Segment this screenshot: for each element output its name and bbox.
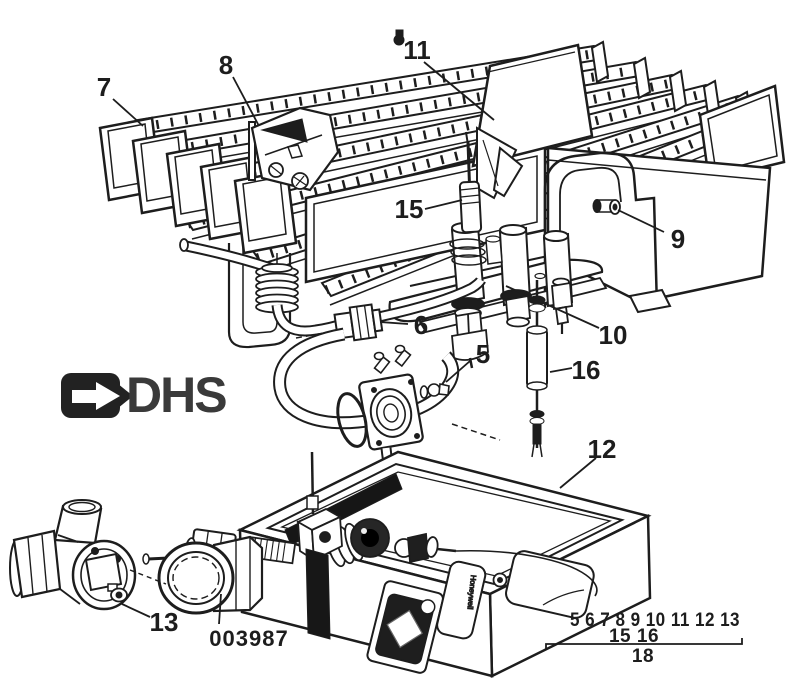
junction-block bbox=[296, 451, 343, 562]
dhs-logo-text: DHS bbox=[126, 367, 226, 423]
callout-7: 7 bbox=[97, 72, 111, 102]
mounting-bracket bbox=[543, 151, 672, 314]
flange-bolts bbox=[373, 344, 450, 399]
control-knob bbox=[366, 580, 444, 674]
fin-bolt bbox=[393, 29, 405, 46]
callout-6: 6 bbox=[414, 310, 428, 340]
burner-assembly bbox=[227, 106, 340, 349]
callout-16: 16 bbox=[572, 355, 601, 385]
legend-row3: 18 bbox=[632, 646, 654, 667]
pipe-union-fitting bbox=[333, 303, 384, 342]
dhs-logo: DHS bbox=[61, 367, 228, 423]
bracket-stud bbox=[592, 199, 621, 215]
callout-9: 9 bbox=[671, 224, 685, 254]
gas-pipes bbox=[179, 238, 501, 441]
inlet-nut bbox=[157, 535, 264, 615]
callouts: 7 8 11 15 9 6 10 5 16 12 13 bbox=[97, 35, 685, 637]
fin-end-panel-right bbox=[698, 84, 786, 182]
callout-8: 8 bbox=[219, 50, 233, 80]
legend-row2: 15 16 bbox=[609, 626, 659, 647]
flame-sensor-electrode bbox=[526, 280, 548, 458]
outlet-fitting bbox=[394, 532, 598, 606]
callout-13: 13 bbox=[150, 607, 179, 637]
legend-bracket-line bbox=[545, 638, 743, 650]
callout-12: 12 bbox=[588, 434, 617, 464]
part-number: 003987 bbox=[209, 593, 288, 651]
tee-fitting bbox=[9, 499, 167, 611]
part-number-text: 003987 bbox=[209, 626, 288, 651]
fin-end-frames-left bbox=[98, 116, 298, 255]
legend-row1: 5 6 7 8 9 10 11 12 13 bbox=[570, 610, 740, 631]
ignition-electrode bbox=[458, 126, 524, 234]
heat-exchanger-tray bbox=[409, 146, 772, 304]
brand-label-text: Honeywell bbox=[466, 574, 479, 610]
gas-control-box: Honeywell bbox=[142, 450, 652, 678]
callout-leaders bbox=[112, 61, 665, 618]
callout-10: 10 bbox=[599, 320, 628, 350]
flex-coil bbox=[255, 263, 299, 314]
legend: 5 6 7 8 9 10 11 12 13 15 16 18 bbox=[545, 610, 743, 667]
brand-label: Honeywell bbox=[436, 560, 487, 640]
callout-11: 11 bbox=[403, 35, 431, 65]
callout-5: 5 bbox=[476, 339, 490, 369]
callout-15: 15 bbox=[395, 194, 424, 224]
injector-cluster bbox=[451, 277, 573, 369]
